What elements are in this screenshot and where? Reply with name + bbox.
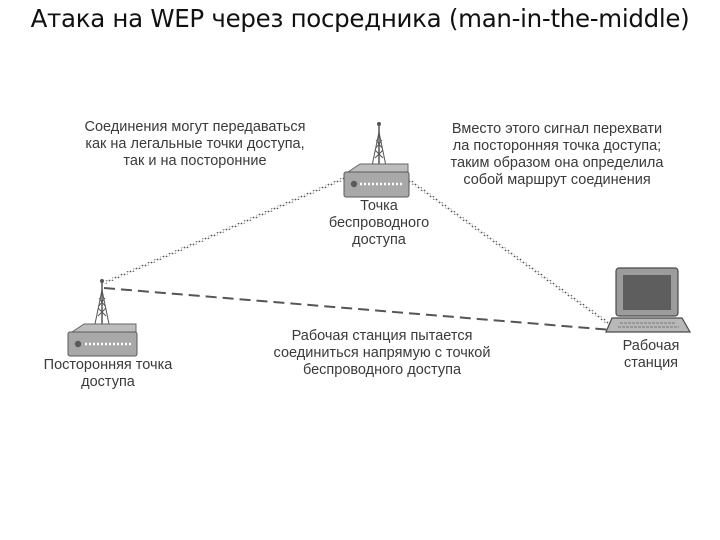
legit-access-point-icon <box>343 122 410 198</box>
slide-title: Атака на WEP через посредника (man-in-th… <box>30 4 690 33</box>
direct-attempt-note: Рабочая станция пытается соединиться нап… <box>273 328 491 378</box>
legit-ap-label: Точка беспроводного доступа <box>328 198 430 248</box>
rogue-access-point-icon <box>67 279 138 357</box>
link-legit-to-workstation <box>391 166 613 328</box>
link-rogue-to-legit <box>103 163 376 285</box>
workstation-label: Рабочая станция <box>622 338 680 371</box>
redirect-note: Вместо этого сигнал перехвати ла посторо… <box>450 121 664 188</box>
link-rogue-to-workstation-dashed <box>103 287 613 331</box>
rogue-ap-label: Посторонняя точка доступа <box>43 357 173 390</box>
connections-note: Соединения могут передаваться как на лег… <box>84 119 306 169</box>
workstation-laptop-icon <box>605 267 692 333</box>
